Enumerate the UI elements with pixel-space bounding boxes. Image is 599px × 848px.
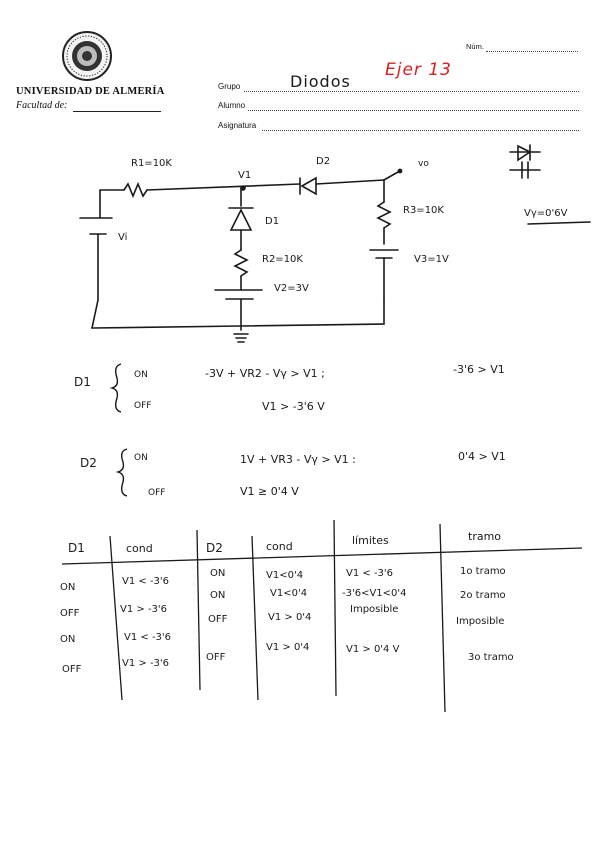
table-row3-d1: ON xyxy=(60,634,75,645)
d1-on-label: ON xyxy=(134,370,148,380)
r1-resistor xyxy=(123,181,148,199)
d2-triangle xyxy=(300,176,317,196)
faculty-label: Facultad de: xyxy=(16,100,68,111)
table-header-cond2: cond xyxy=(266,540,293,553)
table-row4-tramo: 3o tramo xyxy=(468,652,514,663)
table-header-d2: D2 xyxy=(206,541,223,555)
d2-analysis-label: D2 xyxy=(80,456,97,470)
d1-off-expression: V1 > -3'6 V xyxy=(262,400,325,413)
university-name: UNIVERSIDAD DE ALMERÍA xyxy=(16,86,165,97)
d1-on-result: -3'6 > V1 xyxy=(453,363,505,376)
table-row3-tramo: Imposible xyxy=(456,616,504,627)
table-col-divider-5 xyxy=(439,523,446,713)
subject-field-line xyxy=(262,130,579,131)
wire-bottom xyxy=(91,297,385,329)
table-col-divider-2 xyxy=(196,529,201,691)
v3-label: V3=1V xyxy=(414,254,449,265)
table-row4-cond2: V1 > 0'4 xyxy=(266,642,309,653)
table-col-divider-1 xyxy=(109,535,123,701)
table-row1-d2: ON xyxy=(210,568,225,579)
d2-on-result: 0'4 > V1 xyxy=(458,450,506,463)
table-header-rule xyxy=(61,547,583,565)
table-row2-limits: -3'6<V1<0'4 xyxy=(342,588,407,599)
d2-label: D2 xyxy=(316,156,330,167)
ground-symbol xyxy=(233,333,249,343)
num-label: Núm. xyxy=(466,42,484,51)
d2-off-label: OFF xyxy=(148,488,165,498)
table-row1-d1: ON xyxy=(60,582,75,593)
student-field-line xyxy=(248,110,579,111)
wire-left-bottom xyxy=(91,233,99,329)
vi-label: Vi xyxy=(118,232,127,243)
output-terminal xyxy=(397,168,403,174)
subject-label: Asignatura xyxy=(218,121,257,130)
university-seal-icon xyxy=(62,31,112,81)
table-row4-d1: OFF xyxy=(62,664,82,675)
d1-label: D1 xyxy=(265,216,279,227)
table-row2-cond1: V1 > -3'6 xyxy=(120,604,167,615)
faculty-field-line xyxy=(73,111,161,112)
exercise-number: Ejer 13 xyxy=(385,60,452,80)
group-field-line xyxy=(244,91,579,92)
group-value: Diodos xyxy=(290,72,351,91)
table-row3-d2: OFF xyxy=(208,614,228,625)
d2-on-label: ON xyxy=(134,453,148,463)
table-row2-cond2: V1<0'4 xyxy=(270,588,307,599)
r2-resistor xyxy=(233,249,249,277)
table-header-d1: D1 xyxy=(68,541,85,555)
table-row3-cond1: V1 < -3'6 xyxy=(124,632,171,643)
d2-on-expression: 1V + VR3 - Vγ > V1 : xyxy=(240,453,356,466)
vo-label: vo xyxy=(418,159,429,169)
table-row4-d2: OFF xyxy=(206,652,226,663)
d1-on-expression: -3V + VR2 - Vγ > V1 ; xyxy=(205,367,325,380)
r1-label: R1=10K xyxy=(131,158,172,169)
table-grid xyxy=(61,519,583,713)
table-row3-limits: Imposible xyxy=(350,604,398,615)
v1-node-label: V1 xyxy=(238,170,251,181)
table-row4-limits: V1 > 0'4 V xyxy=(346,644,400,655)
table-header-tramo: tramo xyxy=(468,530,501,543)
r3-resistor xyxy=(376,201,392,229)
group-label: Grupo xyxy=(218,82,241,91)
d1-analysis-label: D1 xyxy=(74,375,91,389)
brace-d2 xyxy=(115,448,128,497)
r3-label: R3=10K xyxy=(403,205,444,216)
legend-diode-model xyxy=(509,161,541,179)
table-header-limits: límites xyxy=(352,534,389,547)
table-row2-tramo: 2o tramo xyxy=(460,590,506,601)
table-header-cond1: cond xyxy=(126,542,153,555)
d2-off-expression: V1 ≥ 0'4 V xyxy=(240,485,299,498)
table-row1-cond2: V1<0'4 xyxy=(266,570,303,581)
num-field-line xyxy=(486,51,578,52)
table-row1-tramo: 1o tramo xyxy=(460,566,506,577)
table-row2-d1: OFF xyxy=(60,608,80,619)
v2-label: V2=3V xyxy=(274,283,309,294)
table-row2-d2: ON xyxy=(210,590,225,601)
legend-diode-symbol xyxy=(517,144,532,162)
table-row1-cond1: V1 < -3'6 xyxy=(122,576,169,587)
r2-label: R2=10K xyxy=(262,254,303,265)
student-label: Alumno xyxy=(218,101,246,110)
table-col-divider-3 xyxy=(251,535,259,701)
table-row4-cond1: V1 > -3'6 xyxy=(122,658,169,669)
table-col-divider-4 xyxy=(333,519,337,697)
d1-triangle xyxy=(229,208,253,231)
brace-d1 xyxy=(109,363,122,413)
vgamma-label: Vγ=0'6V xyxy=(524,208,568,219)
table-row1-limits: V1 < -3'6 xyxy=(346,568,393,579)
table-row3-cond2: V1 > 0'4 xyxy=(268,612,311,623)
d1-off-label: OFF xyxy=(134,401,151,411)
